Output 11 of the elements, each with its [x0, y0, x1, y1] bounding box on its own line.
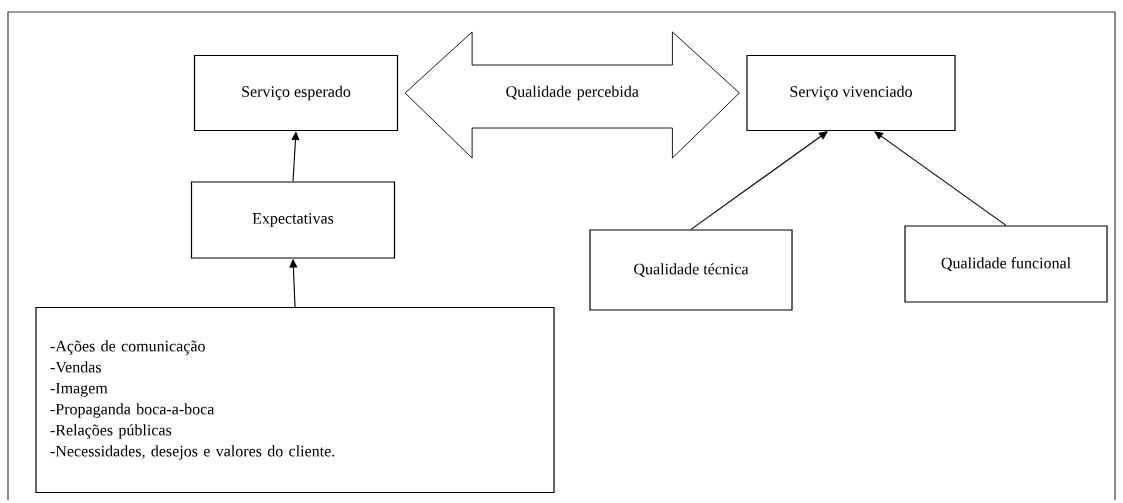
arrow — [874, 131, 1007, 226]
arrow — [690, 131, 828, 230]
process-box: Qualidade funcional — [904, 225, 1108, 303]
edge-label: Qualidade percebida — [506, 85, 639, 101]
process-box: Serviço esperado — [193, 54, 399, 132]
process-box: Serviço vivenciado — [746, 54, 956, 132]
double-block-arrow — [404, 31, 740, 159]
process-box: Qualidade técnica — [589, 229, 793, 311]
process-box: Expectativas — [190, 181, 396, 259]
arrow — [291, 131, 300, 182]
list-box: -Ações de comunicação -Vendas -Imagem -Propaganda boca-a-boca -Relações públicas -Necessidades, desejos e valores do cliente. — [35, 306, 555, 494]
